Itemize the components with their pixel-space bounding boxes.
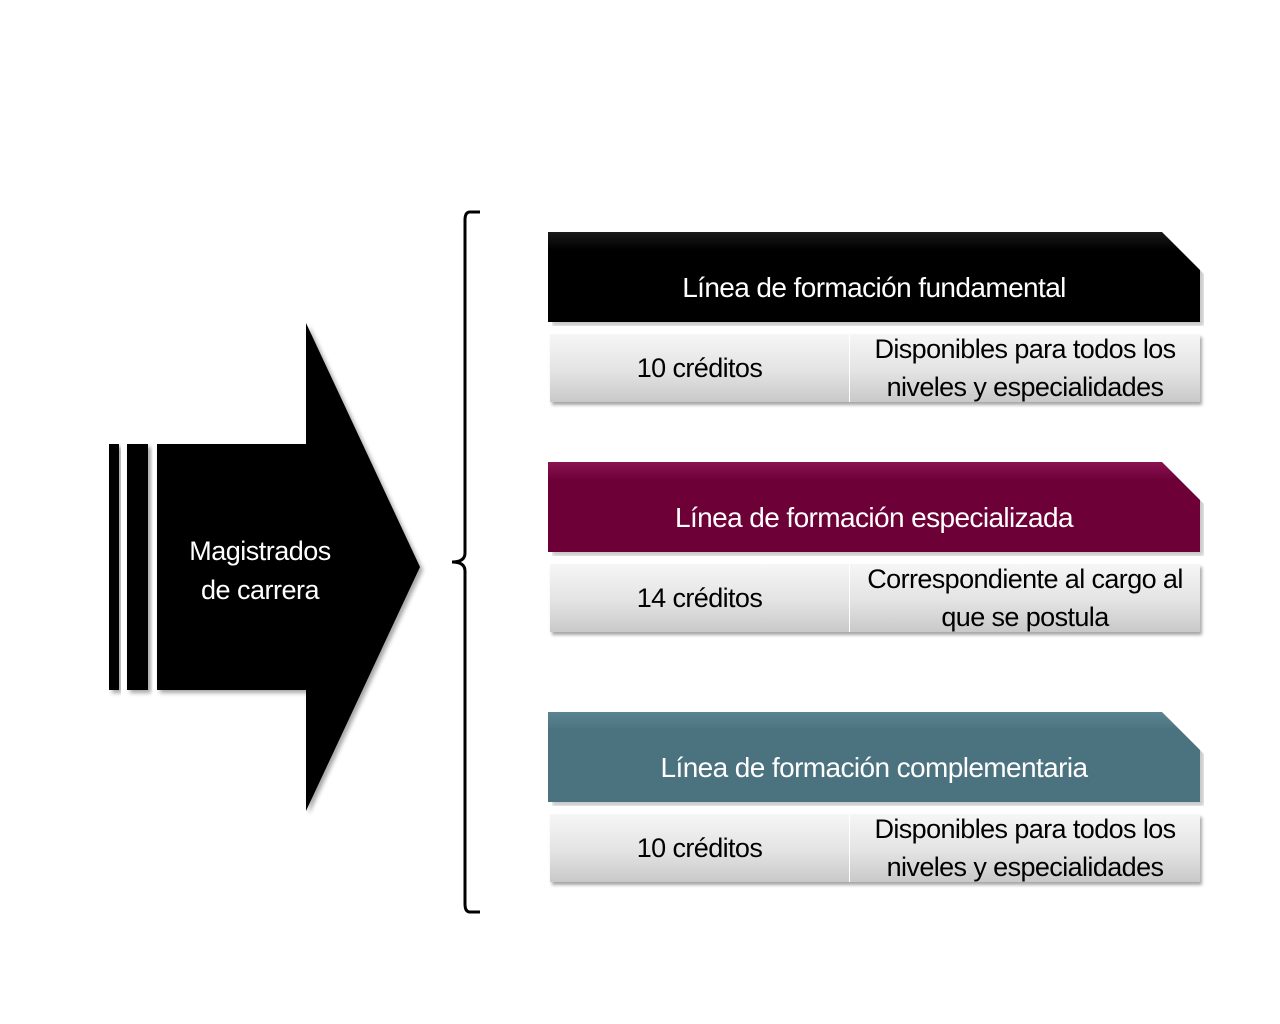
description-line1: Disponibles para todos los [874, 334, 1176, 364]
arrow-label: Magistrados de carrera [160, 532, 360, 610]
description-line1: Disponibles para todos los [874, 814, 1176, 844]
arrow-stripe-2 [127, 444, 148, 690]
line-complementaria-banner: Línea de formación complementaria [548, 712, 1200, 802]
credits-cell: 10 créditos [550, 814, 850, 882]
description-line2: niveles y especialidades [886, 852, 1164, 882]
description-cell: Disponibles para todos los niveles y esp… [850, 334, 1200, 402]
description-line2: niveles y especialidades [886, 372, 1164, 402]
left-brace [451, 210, 480, 914]
credits-cell: 10 créditos [550, 334, 850, 402]
credits-cell: 14 créditos [550, 564, 850, 632]
arrow-label-line1: Magistrados [189, 536, 331, 566]
description-line1: Correspondiente al cargo al [867, 564, 1183, 594]
arrow-stripe-1 [109, 444, 119, 690]
line-especializada-details: 14 créditos Correspondiente al cargo al … [550, 564, 1200, 632]
line-fundamental-details: 10 créditos Disponibles para todos los n… [550, 334, 1200, 402]
line-fundamental-banner: Línea de formación fundamental [548, 232, 1200, 322]
line-especializada-banner: Línea de formación especializada [548, 462, 1200, 552]
arrow-label-line2: de carrera [200, 575, 320, 605]
line-especializada-title: Línea de formación especializada [675, 502, 1074, 533]
description-cell: Correspondiente al cargo al que se postu… [850, 564, 1200, 632]
description-cell: Disponibles para todos los niveles y esp… [850, 814, 1200, 882]
arrow-body [157, 323, 420, 811]
line-fundamental-title: Línea de formación fundamental [682, 272, 1066, 303]
description-line2: que se postula [941, 602, 1109, 632]
line-complementaria-title: Línea de formación complementaria [660, 752, 1088, 783]
line-complementaria-details: 10 créditos Disponibles para todos los n… [550, 814, 1200, 882]
